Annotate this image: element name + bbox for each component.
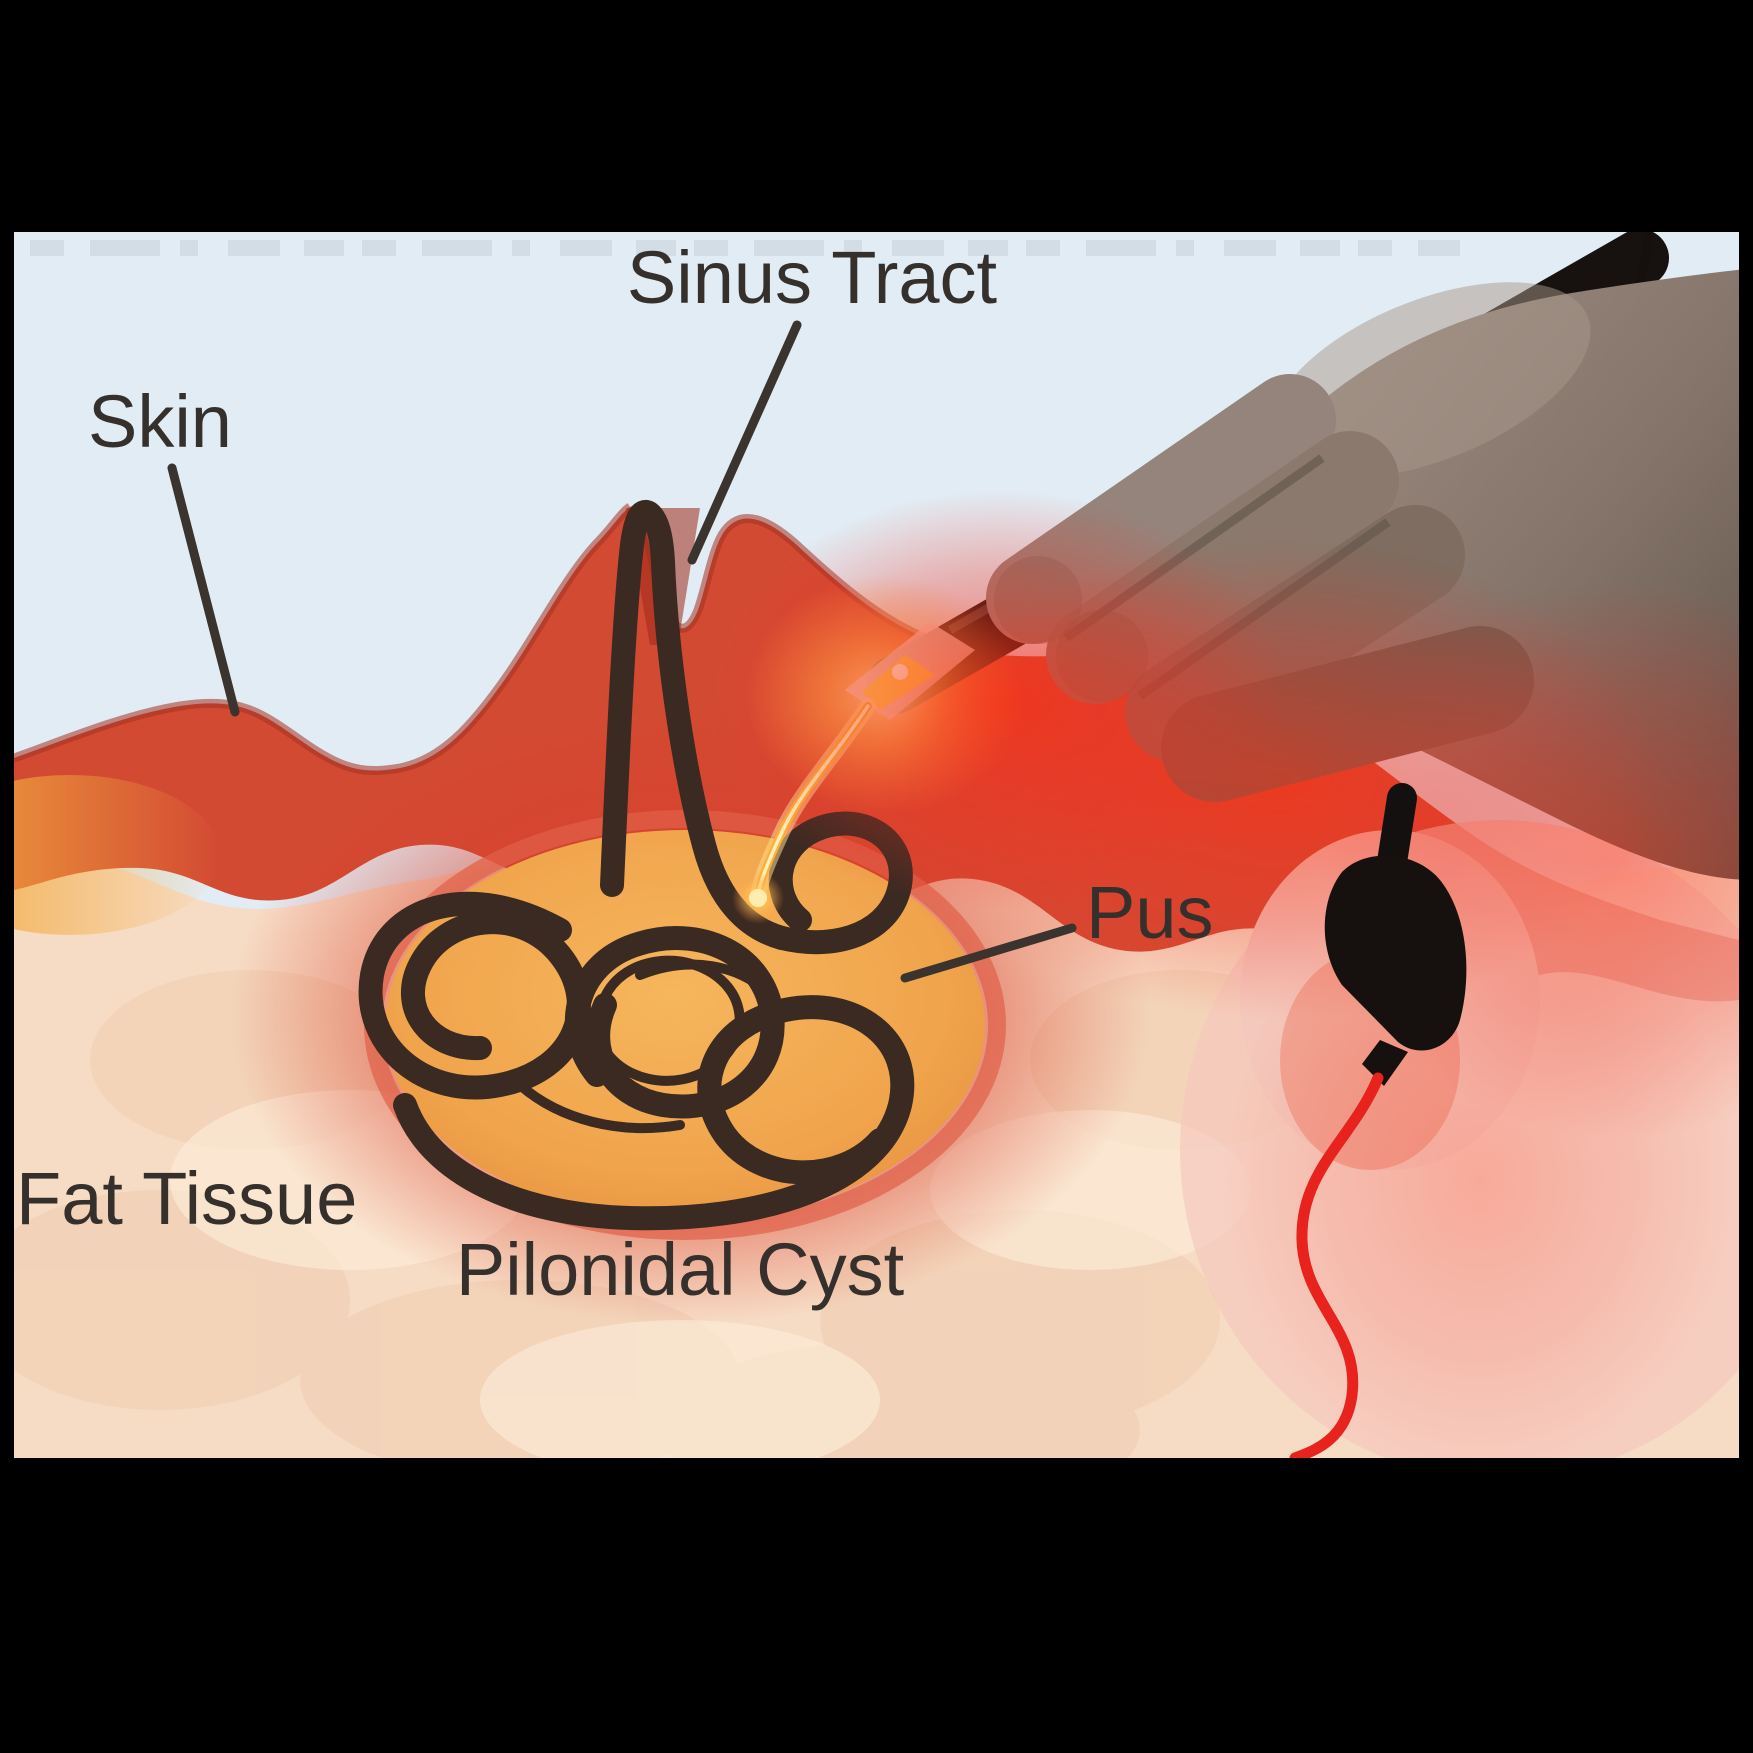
fiber-tip-dot (749, 889, 767, 907)
label-fat-tissue: Fat Tissue (16, 1157, 357, 1240)
power-cable (1289, 1072, 1384, 1464)
hair-tangle (358, 500, 915, 1231)
label-pilonidal-cyst: Pilonidal Cyst (456, 1228, 905, 1311)
leader-line-skin (167, 463, 240, 717)
leader-line-sinus-tract (687, 320, 802, 565)
label-sinus-tract: Sinus Tract (627, 236, 998, 319)
letterbox-left (0, 0, 14, 1753)
leader-line-pus (900, 923, 1077, 983)
letterbox-top (0, 0, 1753, 232)
annotations: Sinus Tract Skin Pus Fat Tissue Pilonida… (16, 236, 1214, 1311)
knuckle-highlight (1269, 282, 1591, 478)
left-orange-tissue (0, 775, 220, 935)
letterbox-right (1739, 0, 1753, 1753)
letterbox-bottom (0, 1458, 1753, 1753)
skin-top-edge (12, 503, 633, 775)
label-skin: Skin (88, 380, 232, 463)
connector-plug (1324, 783, 1467, 1086)
label-pus: Pus (1086, 871, 1214, 954)
